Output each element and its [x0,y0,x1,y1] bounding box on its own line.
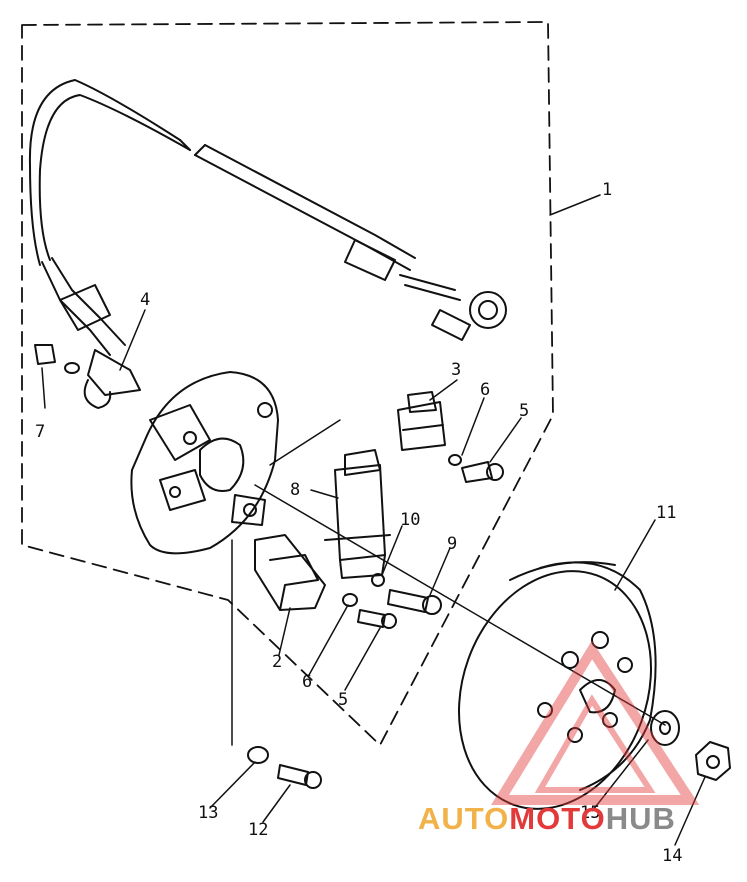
nut-14 [695,741,731,781]
watermark-triangle [491,640,700,805]
callout-5-lower: 5 [338,690,349,710]
watermark-auto: AUTO [418,801,510,836]
watermark-moto: MOTO [509,801,606,836]
washer-15 [650,710,680,746]
callout-14: 14 [662,846,683,866]
pickup-coil [254,534,326,611]
callout-1: 1 [602,180,613,200]
washer-6-upper [448,454,462,466]
washer-13 [247,746,269,764]
centerline [254,484,666,726]
wire-harness [28,79,507,356]
screw-9 [387,589,442,615]
flywheel-rotor [458,561,657,810]
watermark-logo: AUTOMOTOHUB [418,803,676,834]
assembly-boundary [21,21,554,746]
screw-12 [277,764,322,789]
callout-9: 9 [447,534,458,554]
callout-15: 15 [580,803,601,823]
charging-coil [324,449,391,579]
callout-4: 4 [140,290,151,310]
screw-5-lower [357,609,397,629]
screw-5-upper [461,461,504,483]
callout-3: 3 [451,360,462,380]
callout-8: 8 [290,480,301,500]
part-3 [397,391,446,451]
callout-6-lower: 6 [302,672,313,692]
callout-2: 2 [272,652,283,672]
callout-11: 11 [656,503,677,523]
callout-7: 7 [35,422,46,442]
callout-10: 10 [400,510,421,530]
washer-6-lower [342,593,358,607]
callout-5-upper: 5 [519,401,530,421]
watermark-hub: HUB [605,801,676,836]
callout-12: 12 [248,820,269,840]
stator-plate [130,371,279,555]
screw-7 [34,344,80,374]
leader-lines [41,194,706,846]
circlip-10 [371,573,385,587]
callout-13: 13 [198,803,219,823]
callout-6-upper: 6 [480,380,491,400]
cable-clamp [83,349,141,409]
